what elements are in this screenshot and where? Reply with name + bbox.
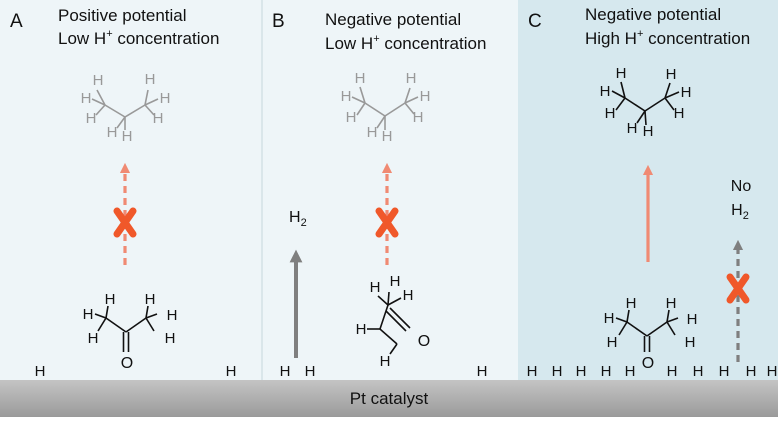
atom-h: H (413, 109, 424, 126)
surface-h-atom: H (576, 363, 587, 380)
panel-b-background (262, 0, 518, 380)
panel-b-letter: B (272, 11, 285, 32)
atom-h: H (604, 310, 615, 327)
atom-h: H (367, 124, 378, 141)
atom-h: H (607, 334, 618, 351)
panel-c-no-h2: No H2 (731, 178, 752, 222)
atom-h: H (605, 105, 616, 122)
atom-h: H (420, 88, 431, 105)
atom-h: H (341, 88, 352, 105)
panel-c-header: C Negative potential High H+ concentrati… (528, 5, 750, 48)
surface-h-atom: H (719, 363, 730, 380)
panel-b-title-line2: Low H+ concentration (325, 33, 486, 53)
atom-h: H (88, 330, 99, 347)
panel-a-propane: H H H H H H H H (81, 71, 171, 145)
surface-h-atom: H (667, 363, 678, 380)
atom-h: H (643, 123, 654, 140)
surface-h-atom: H (693, 363, 704, 380)
panel-c-title-line1: Negative potential (585, 5, 721, 24)
atom-h: H (107, 124, 118, 141)
surface-h-atom: H (527, 363, 538, 380)
atom-h: H (160, 90, 171, 107)
panel-a-title-line2: Low H+ concentration (58, 28, 219, 48)
panel-a-acetone: H H H H H H O (83, 291, 178, 372)
atom-h: H (380, 353, 391, 370)
panel-b-propane: H H H H H H H H (341, 70, 431, 145)
atom-h: H (165, 330, 176, 347)
atom-h: H (370, 279, 381, 296)
atom-h: H (122, 128, 133, 145)
panel-c-h2-label: H2 (731, 202, 749, 222)
atom-h: H (403, 287, 414, 304)
atom-h: H (105, 291, 116, 308)
panel-c-cross-icon (726, 273, 750, 304)
atom-h: H (153, 110, 164, 127)
panel-a-header: A Positive potential Low H+ concentratio… (10, 6, 219, 48)
atom-h: H (626, 295, 637, 312)
atom-h: H (145, 71, 156, 88)
atom-h: H (86, 110, 97, 127)
panel-c-acetone: H H H H H H O (604, 295, 698, 372)
panel-c-surface-h: H H H H H H H H H H (527, 363, 778, 380)
atom-h: H (390, 273, 401, 290)
panel-a-background (0, 0, 262, 380)
surface-h-atom: H (280, 363, 291, 380)
panel-b-h2-label: H2 (289, 209, 307, 229)
atom-h: H (406, 70, 417, 87)
surface-h-atom: H (552, 363, 563, 380)
surface-h-atom: H (477, 363, 488, 380)
atom-o: O (121, 355, 133, 372)
panel-c-no-label: No (731, 178, 752, 195)
atom-o: O (642, 355, 654, 372)
surface-h-atom: H (305, 363, 316, 380)
atom-h: H (627, 120, 638, 137)
surface-h-atom: H (35, 363, 46, 380)
surface-h-atom: H (746, 363, 757, 380)
atom-h: H (666, 295, 677, 312)
panel-a-cross-icon (113, 207, 137, 238)
atom-h: H (681, 84, 692, 101)
atom-h: H (685, 334, 696, 351)
atom-h: H (145, 291, 156, 308)
atom-h: H (356, 321, 367, 338)
panel-b-title-line1: Negative potential (325, 10, 461, 29)
atom-h: H (93, 72, 104, 89)
catalyst-label: Pt catalyst (350, 389, 429, 408)
catalyst-bar (0, 380, 778, 417)
atom-h: H (167, 307, 178, 324)
atom-h: H (600, 83, 611, 100)
atom-h: H (81, 90, 92, 107)
panel-b-header: B Negative potential Low H+ concentratio… (272, 10, 486, 53)
atom-h: H (616, 65, 627, 82)
atom-h: H (687, 311, 698, 328)
surface-h-atom: H (625, 363, 636, 380)
atom-h: H (674, 105, 685, 122)
atom-h: H (83, 306, 94, 323)
surface-h-atom: H (226, 363, 237, 380)
panel-c-letter: C (528, 11, 542, 32)
atom-h: H (666, 66, 677, 83)
atom-h: H (382, 128, 393, 145)
panel-b-surface-h: H H H (280, 363, 488, 380)
panel-b-acetone: H H H H H H O (356, 273, 431, 370)
panel-b-cross-icon (375, 207, 399, 238)
panel-c-title-line2: High H+ concentration (585, 28, 750, 48)
atom-h: H (346, 109, 357, 126)
atom-h: H (355, 70, 366, 87)
surface-h-atom: H (767, 363, 778, 380)
panel-a-title-line1: Positive potential (58, 6, 187, 25)
surface-h-atom: H (601, 363, 612, 380)
atom-o: O (418, 333, 430, 350)
panel-c-propane: H H H H H H H H (600, 65, 692, 140)
panel-a-surface-h: H H (35, 363, 237, 380)
panel-a-letter: A (10, 11, 23, 32)
